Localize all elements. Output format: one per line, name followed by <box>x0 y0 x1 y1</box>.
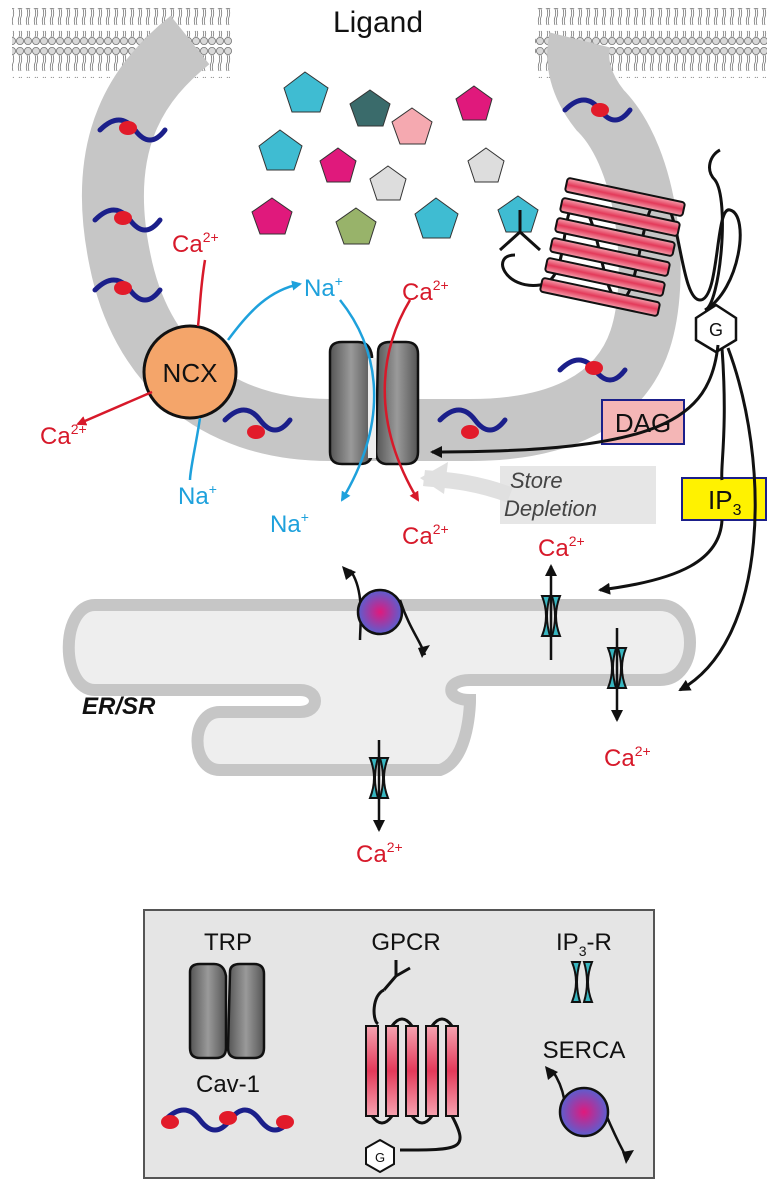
svg-text:Cav-1: Cav-1 <box>196 1071 260 1098</box>
ip3-box: IP3 <box>681 477 767 521</box>
serca-pump <box>342 566 430 658</box>
ca-label-ncx-in: Ca2+ <box>172 229 219 258</box>
legend-gpcr: GPCR <box>365 929 462 1152</box>
gpcr-receptor <box>498 148 742 317</box>
svg-text:GPCR: GPCR <box>371 929 440 956</box>
plasma-membrane-invagination <box>81 15 681 461</box>
dag-arrow <box>430 344 720 458</box>
caveolin-heads <box>114 103 609 439</box>
legend-g-protein: G <box>365 1138 395 1174</box>
dag-box: DAG <box>601 399 685 445</box>
ligand-molecules <box>251 71 539 245</box>
ncx-exchanger: NCX <box>142 324 238 420</box>
ip3r-flux-arrows <box>373 564 623 832</box>
svg-text:TRP: TRP <box>204 929 252 956</box>
legend-trp: TRP <box>188 929 266 1060</box>
ion-labels: Ca2+ Ca2+ Na+ Na+ Ca2+ Na+ Ca2+ Ca2+ Ca2… <box>40 229 651 868</box>
svg-text:NCX: NCX <box>163 358 218 388</box>
svg-text:IP3: IP3 <box>708 485 742 519</box>
legend-ip3r: IP3-R <box>556 929 612 1003</box>
ca-label-er-bottom: Ca2+ <box>356 839 403 868</box>
ip3-arrows <box>598 347 757 692</box>
legend-cav1: Cav-1 <box>161 1071 294 1133</box>
ca-label-ncx-out: Ca2+ <box>40 421 87 450</box>
ligand-title: Ligand <box>333 6 423 39</box>
svg-text:G: G <box>375 1150 385 1165</box>
ca-label-er-right: Ca2+ <box>604 743 651 772</box>
ca-label-trp-top: Ca2+ <box>402 277 449 306</box>
svg-text:Store: Store <box>510 468 563 493</box>
g-protein: G <box>694 303 738 354</box>
store-depletion: Store Depletion <box>420 462 656 524</box>
er-sr-organelle <box>62 599 696 776</box>
er-sr-label: ER/SR <box>82 693 156 720</box>
ca-label-er-out: Ca2+ <box>538 533 585 562</box>
na-label-ncx-out: Na+ <box>304 273 343 302</box>
ion-flux-arrows <box>76 259 420 502</box>
na-label-trp-bottom: Na+ <box>270 509 309 538</box>
ca-label-trp-bottom: Ca2+ <box>402 521 449 550</box>
svg-text:IP3-R: IP3-R <box>556 929 612 959</box>
svg-text:G: G <box>709 320 723 340</box>
svg-text:SERCA: SERCA <box>543 1037 626 1064</box>
legend-serca: SERCA <box>543 1037 634 1164</box>
na-label-ncx-in: Na+ <box>178 481 217 510</box>
svg-text:Depletion: Depletion <box>504 496 597 521</box>
